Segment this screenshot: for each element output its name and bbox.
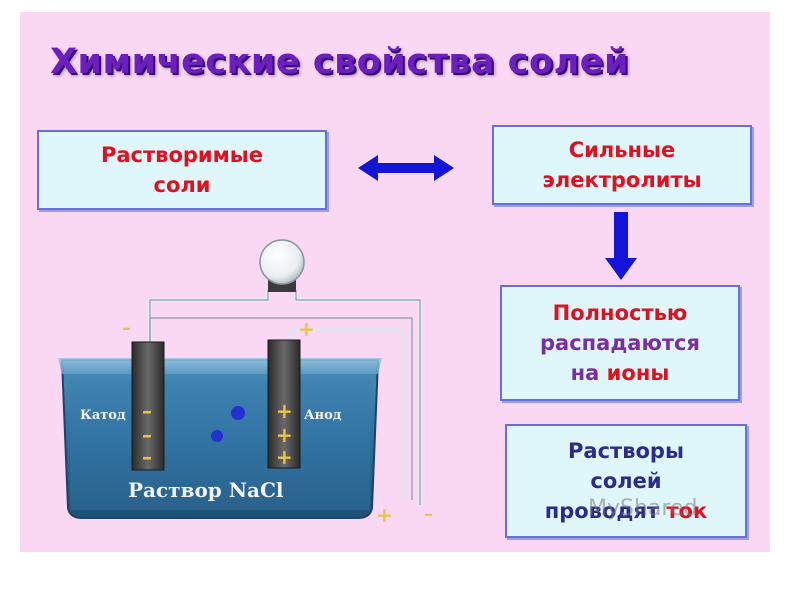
conduct-current-box: Растворы солей проводят ток <box>505 424 747 538</box>
electrolysis-apparatus: – – – + + + – + + – Катод Анод Раствор N… <box>58 239 433 527</box>
strong-electrolytes-line1: Сильные <box>568 138 676 162</box>
dissociation-word-iony: ионы <box>606 361 670 385</box>
conduct-line3: проводят ток <box>545 496 707 526</box>
anode-label: Анод <box>304 408 342 423</box>
soluble-salts-box: Растворимые соли <box>37 130 327 210</box>
strong-electrolytes-line2: электролиты <box>542 168 702 192</box>
soluble-salts-line1: Растворимые <box>100 143 264 167</box>
ion-particle <box>211 430 223 442</box>
dissociation-box: Полностью распадаются на ионы <box>500 285 740 401</box>
soluble-salts-line2: соли <box>153 173 211 197</box>
ion-particle <box>231 406 245 420</box>
light-bulb-icon <box>259 239 305 285</box>
slide-title: Химические свойства солей <box>50 42 629 82</box>
cathode-sign: – <box>142 423 152 447</box>
anode-sign: + <box>276 423 293 447</box>
terminal-minus: – <box>424 504 433 525</box>
cathode-label: Катод <box>80 408 126 423</box>
cathode-electrode <box>131 341 165 471</box>
cathode-sign: – <box>142 445 152 469</box>
strong-electrolytes-box: Сильные электролиты <box>492 125 752 205</box>
cathode-sign: – <box>142 399 152 423</box>
conduct-line2: солей <box>590 469 662 493</box>
terminal-minus: – <box>122 318 131 339</box>
conduct-word-tok: ток <box>666 499 708 523</box>
solution-label: Раствор NaCl <box>128 478 284 502</box>
conduct-line1: Растворы <box>568 439 684 463</box>
anode-electrode <box>267 339 301 469</box>
dissociation-word-na: на <box>570 361 600 385</box>
anode-sign: + <box>276 399 293 423</box>
dissociation-line2: распадаются <box>540 331 700 355</box>
double-arrow-icon <box>358 155 454 181</box>
conduct-word-provodyat: проводят <box>544 499 660 523</box>
dissociation-line3: на ионы <box>571 358 670 388</box>
terminal-plus: + <box>298 317 315 341</box>
terminal-plus: + <box>376 503 393 527</box>
watermark: MyShared <box>588 496 698 521</box>
dissociation-line1: Полностью <box>552 301 688 325</box>
anode-sign: + <box>276 445 293 469</box>
down-arrow-icon <box>605 212 637 280</box>
